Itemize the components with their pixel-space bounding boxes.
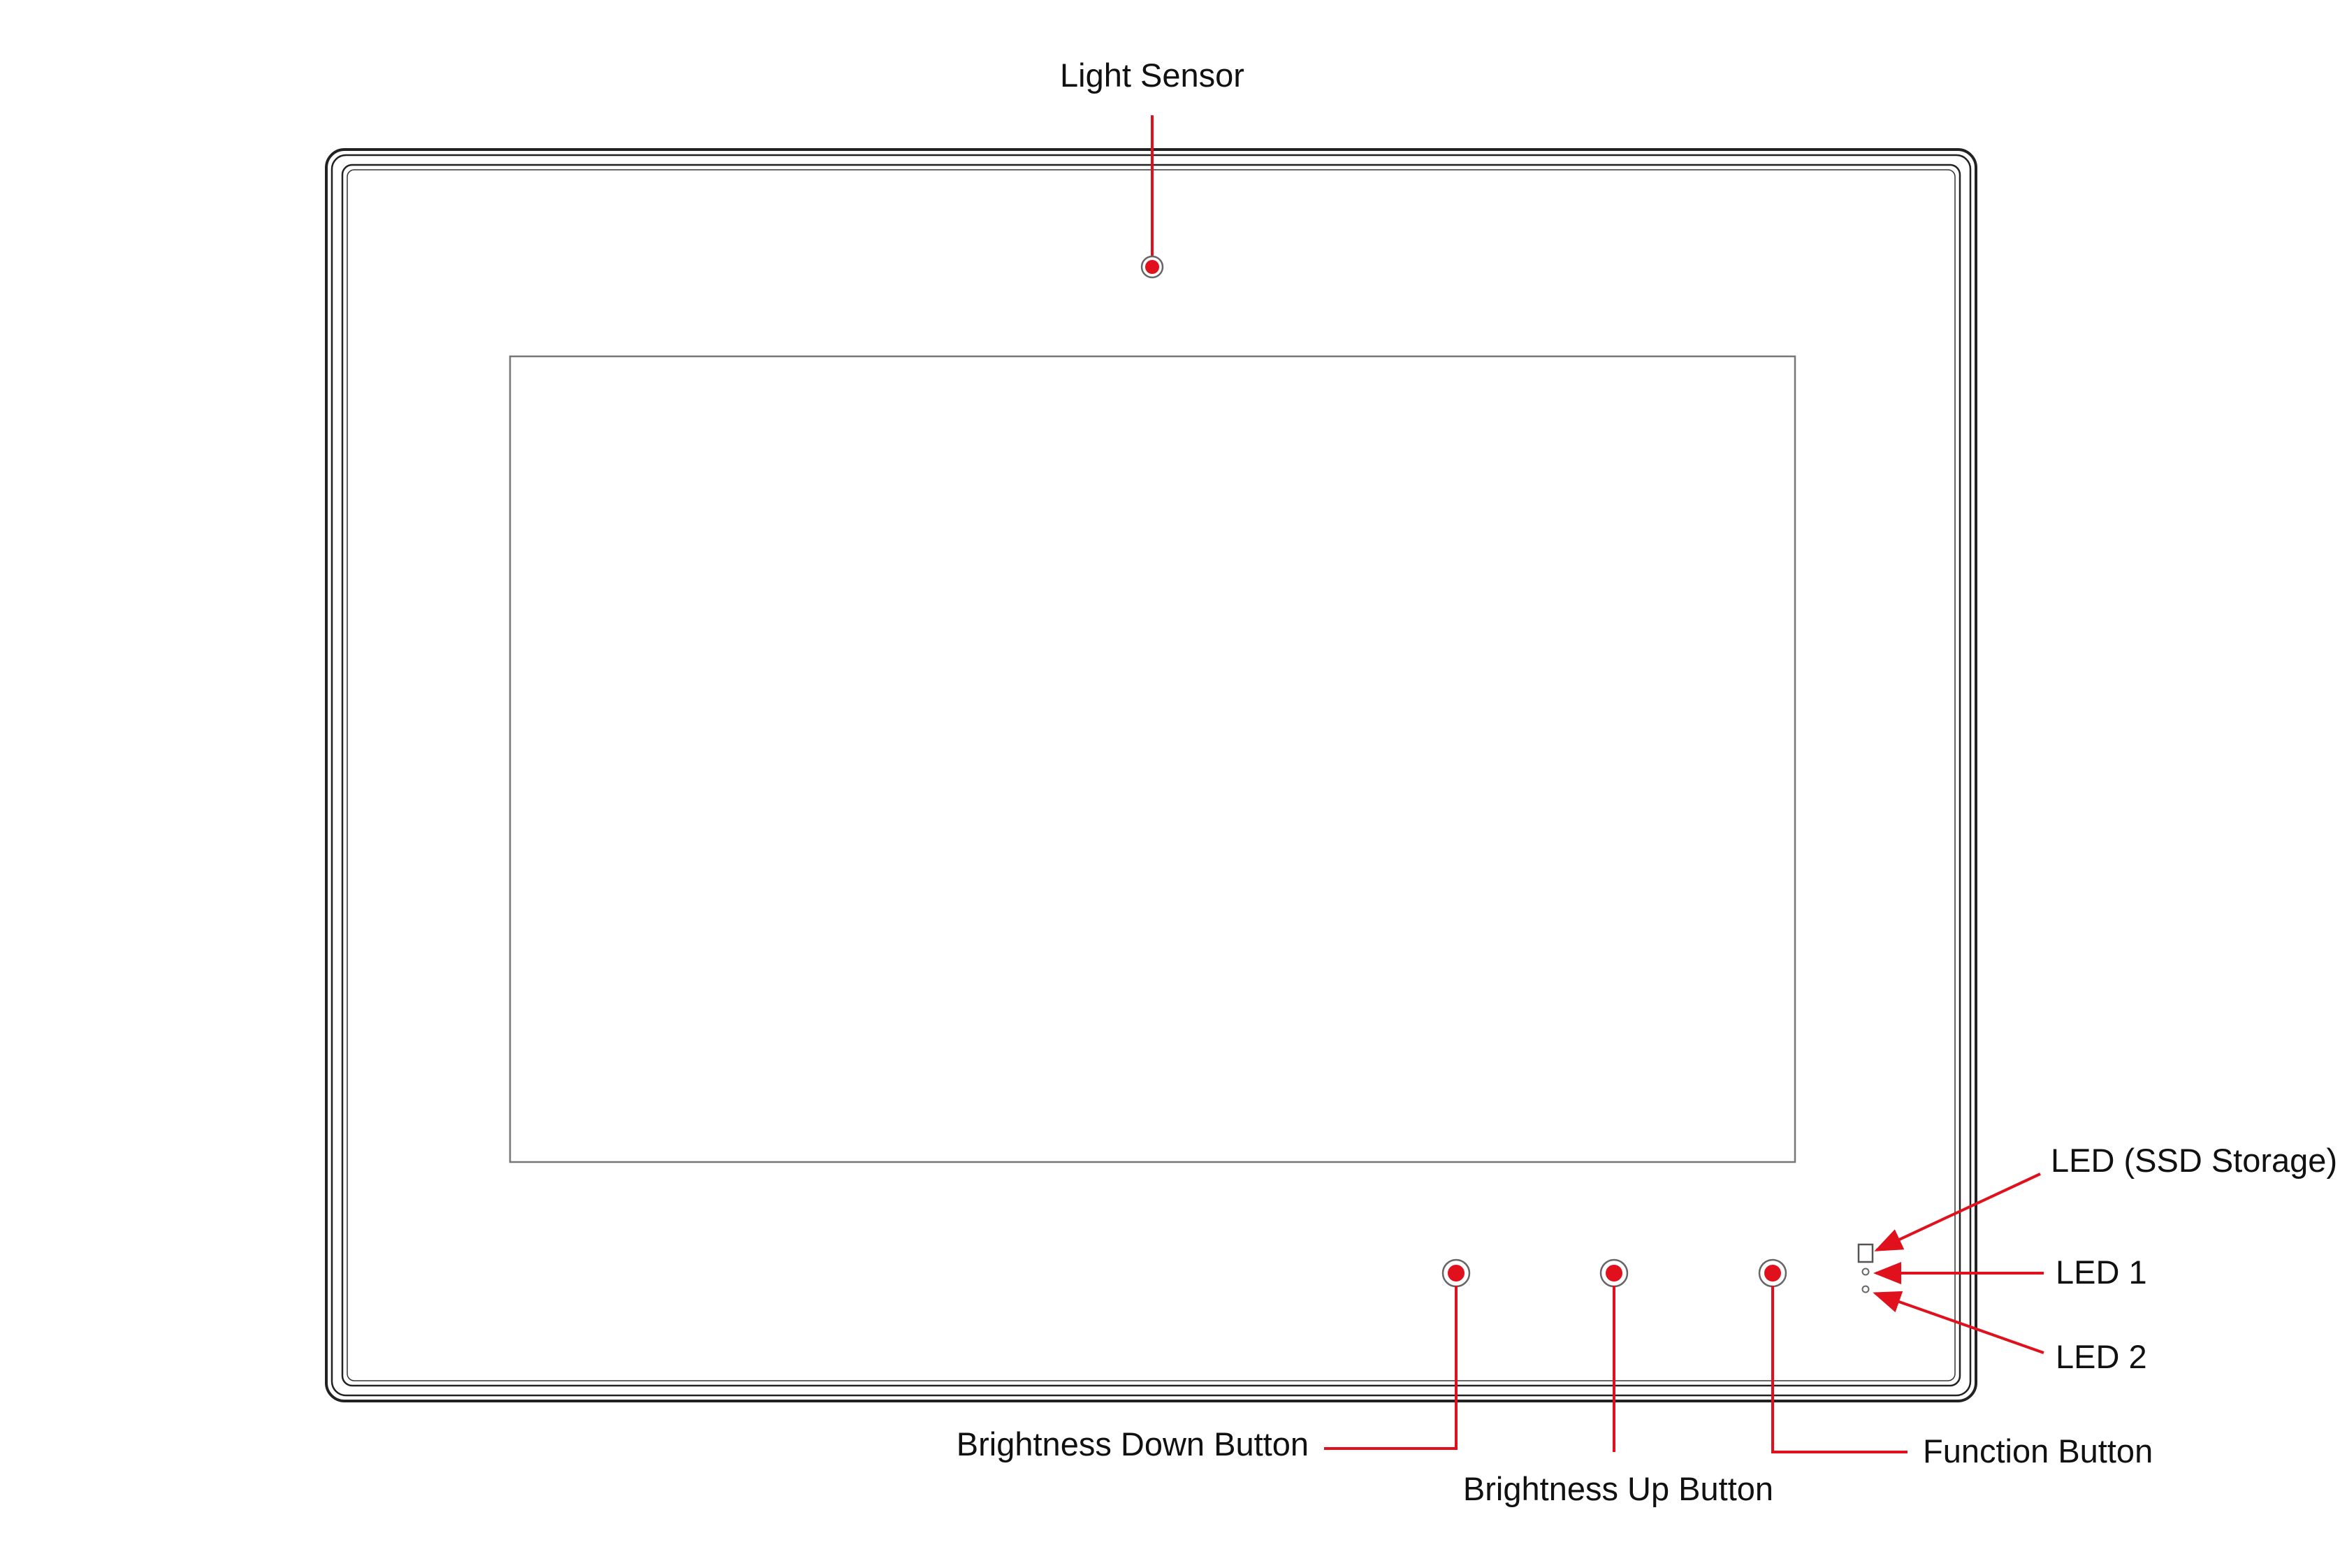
led-1-indicator	[1861, 1268, 1870, 1276]
brightness-down-leader	[1324, 1286, 1458, 1450]
led-1: LED 1	[1861, 1254, 2147, 1291]
brightness-down-button: Brightness Down Button	[957, 1258, 1471, 1462]
led-ssd-storage: LED (SSD Storage)	[1857, 1142, 2337, 1263]
led-2: LED 2	[1861, 1285, 2147, 1375]
function-button-label: Function Button	[1923, 1432, 2153, 1469]
brightness-up-label: Brightness Up Button	[1463, 1470, 1773, 1507]
function-button-dot	[1764, 1265, 1781, 1282]
led-1-label: LED 1	[2056, 1254, 2147, 1291]
function-button: Function Button	[1758, 1258, 2153, 1469]
led-ssd-label: LED (SSD Storage)	[2051, 1142, 2337, 1179]
brightness-down-button-dot	[1448, 1265, 1465, 1282]
led-ssd-indicator	[1857, 1243, 1874, 1263]
brightness-up-button-dot	[1606, 1265, 1622, 1282]
light-sensor-label: Light Sensor	[1060, 57, 1244, 94]
led-2-indicator	[1861, 1285, 1870, 1293]
led-ssd-leader	[1874, 1173, 2041, 1251]
brightness-down-label: Brightness Down Button	[957, 1425, 1309, 1462]
function-button-leader	[1771, 1286, 1907, 1453]
brightness-up-button: Brightness Up Button	[1463, 1258, 1773, 1507]
led-2-label: LED 2	[2056, 1338, 2147, 1375]
light-sensor-dot	[1145, 260, 1159, 274]
led-2-leader	[1873, 1291, 2044, 1354]
display-screen	[509, 355, 1796, 1163]
light-sensor: Light Sensor	[1060, 57, 1244, 279]
